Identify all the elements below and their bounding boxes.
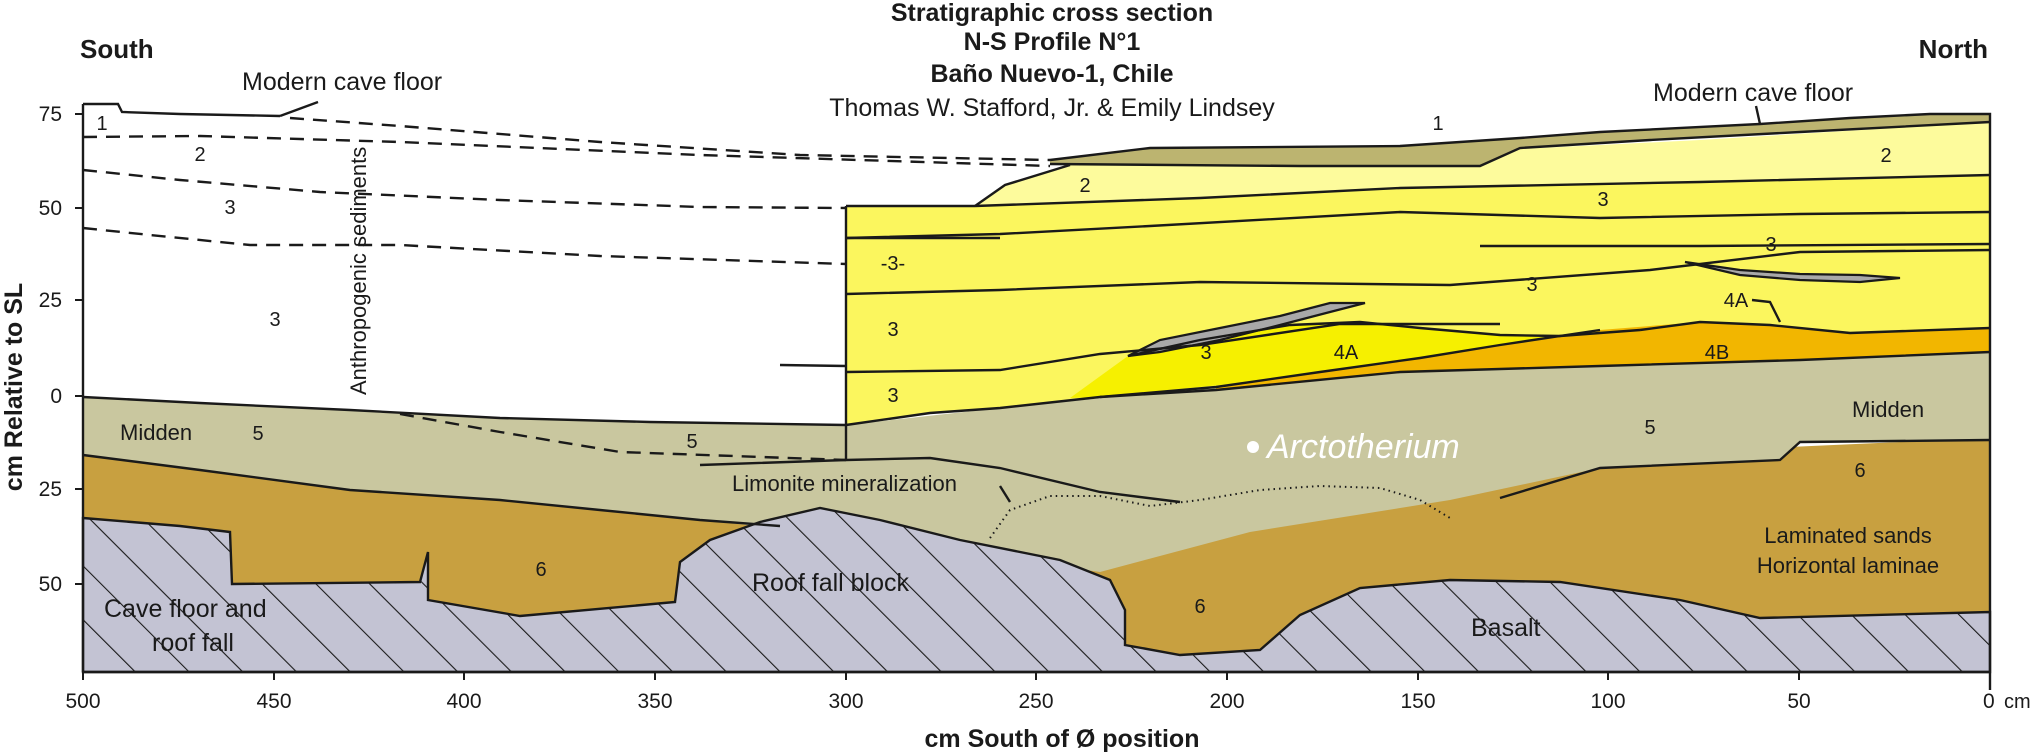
layer-number: 4A	[1334, 342, 1359, 364]
layer-number: 3	[1200, 342, 1211, 364]
gray-lens-right	[1684, 260, 1901, 284]
modern-floor-leader-left	[279, 100, 319, 118]
arctotherium-point	[1247, 441, 1259, 453]
layer-number: 6	[1194, 596, 1205, 618]
title-authors: Thomas W. Stafford, Jr. & Emily Lindsey	[829, 94, 1275, 122]
x-tick-label: 450	[256, 690, 291, 713]
x-tick-label: 100	[1590, 690, 1625, 713]
layer-number: 6	[535, 559, 546, 581]
layer-number: 1	[96, 113, 107, 135]
y-axis-label: cm Relative to SL	[0, 283, 28, 491]
roof-fall-block-label: Roof fall block	[752, 569, 910, 597]
x-tick-label: 50	[1787, 690, 1810, 713]
x-tick-label: 250	[1018, 690, 1053, 713]
layer-number: 3	[1765, 234, 1776, 256]
dashed-line-2	[82, 134, 1051, 168]
layer-number: 1	[1432, 113, 1443, 135]
layer-6-top-left	[82, 453, 781, 528]
layer-number: 2	[1880, 145, 1891, 167]
layer-4a-leader	[1751, 298, 1782, 323]
anthropogenic-label: Anthropogenic sediments	[346, 147, 371, 395]
layer-number: 2	[1079, 175, 1090, 197]
surface-line-left	[83, 102, 281, 118]
layer-numbers: 1 1 2 2 2 3 3 -3- 3 3 3 3 3 3 4A 4A 4B 5…	[96, 113, 1891, 618]
dashed-line-3	[82, 168, 847, 210]
title-line-2: N-S Profile N°1	[964, 28, 1141, 56]
layer-4b-fill	[1216, 322, 1990, 390]
midden-label-right: Midden	[1852, 397, 1924, 422]
layer-1-fill	[1050, 114, 1990, 166]
modern-floor-line-right	[1049, 112, 1992, 690]
x-tick-label: 400	[446, 690, 481, 713]
x-axis-label: cm South of Ø position	[925, 725, 1200, 753]
x-ticks	[82, 672, 1991, 680]
modern-floor-leader-right	[1754, 105, 1762, 125]
y-tick-label: 0	[50, 385, 62, 408]
direction-south: South	[80, 34, 154, 64]
y-tick-label: 25	[39, 478, 62, 501]
layer-number: 6	[1854, 460, 1865, 482]
dashed-line-5	[399, 412, 847, 462]
y-tick-labels: 75 50 25 0 25 50	[39, 103, 62, 596]
layer-4b-top	[1639, 320, 1991, 335]
layer-number: 4B	[1705, 342, 1729, 364]
laminated-label-1: Laminated sands	[1764, 523, 1932, 548]
layer-number: -3-	[881, 253, 905, 275]
layer-number: 3	[887, 319, 898, 341]
title-line-3: Baño Nuevo-1, Chile	[930, 60, 1173, 88]
layer-number: 4A	[1724, 290, 1749, 312]
layer-3-line-d	[779, 322, 1500, 374]
layer-number: 2	[194, 144, 205, 166]
dashed-line-4	[82, 226, 847, 266]
layer-number: 5	[252, 423, 263, 445]
layer-5-6-right	[1499, 438, 1991, 500]
layer-number: 3	[1597, 189, 1608, 211]
laminated-label-2: Horizontal laminae	[1757, 553, 1939, 578]
y-tick-label: 25	[39, 289, 62, 312]
layer-2-base	[974, 163, 1991, 208]
layer-3-line-a	[845, 210, 1991, 240]
layer-1-base-line	[1049, 120, 1991, 168]
arctotherium-label: Arctotherium	[1265, 428, 1460, 466]
layer-number: 3	[224, 197, 235, 219]
layer-4a-top	[1127, 320, 1641, 358]
y-tick-label: 50	[39, 573, 62, 596]
basalt-label: Basalt	[1471, 614, 1541, 642]
cave-floor-label-2: roof fall	[152, 629, 234, 657]
modern-cave-floor-label-right: Modern cave floor	[1653, 79, 1853, 107]
direction-north: North	[1919, 34, 1988, 64]
dashed-line-1	[289, 116, 1051, 162]
limonite-leader	[998, 485, 1012, 503]
midden-label-left: Midden	[120, 420, 192, 445]
x-unit-label: cm	[2004, 691, 2031, 713]
x-tick-label: 500	[65, 690, 100, 713]
layer-4-base	[1099, 350, 1991, 399]
y-ticks	[75, 113, 83, 585]
layer-number: 3	[887, 385, 898, 407]
layer-number: 5	[686, 431, 697, 453]
midden-internal-line	[699, 456, 1181, 504]
cave-floor-label-1: Cave floor and	[104, 595, 267, 623]
limonite-label: Limonite mineralization	[732, 471, 957, 496]
x-tick-label: 200	[1209, 690, 1244, 713]
midden-top-line	[82, 395, 847, 427]
layer-3-line-c	[845, 248, 1991, 296]
layer-number: 5	[1644, 417, 1655, 439]
title-line-1: Stratigraphic cross section	[891, 0, 1213, 27]
layer-3-line-b	[1480, 242, 1991, 248]
layer-number: 3	[269, 309, 280, 331]
x-tick-label: 350	[637, 690, 672, 713]
layer-number: 3	[1526, 274, 1537, 296]
y-tick-label: 75	[39, 103, 62, 126]
bedrock-fill	[81, 506, 1992, 674]
x-tick-labels: 500 450 400 350 300 250 200 150 100 50 0…	[65, 690, 2030, 713]
x-tick-label: 300	[828, 690, 863, 713]
x-tick-label: 150	[1400, 690, 1435, 713]
layer-5-midden-fill	[83, 328, 1990, 572]
modern-cave-floor-label-left: Modern cave floor	[242, 68, 442, 96]
y-tick-label: 50	[39, 197, 62, 220]
layer-3-base	[845, 328, 1601, 427]
x-tick-label: 0	[1983, 690, 1995, 713]
